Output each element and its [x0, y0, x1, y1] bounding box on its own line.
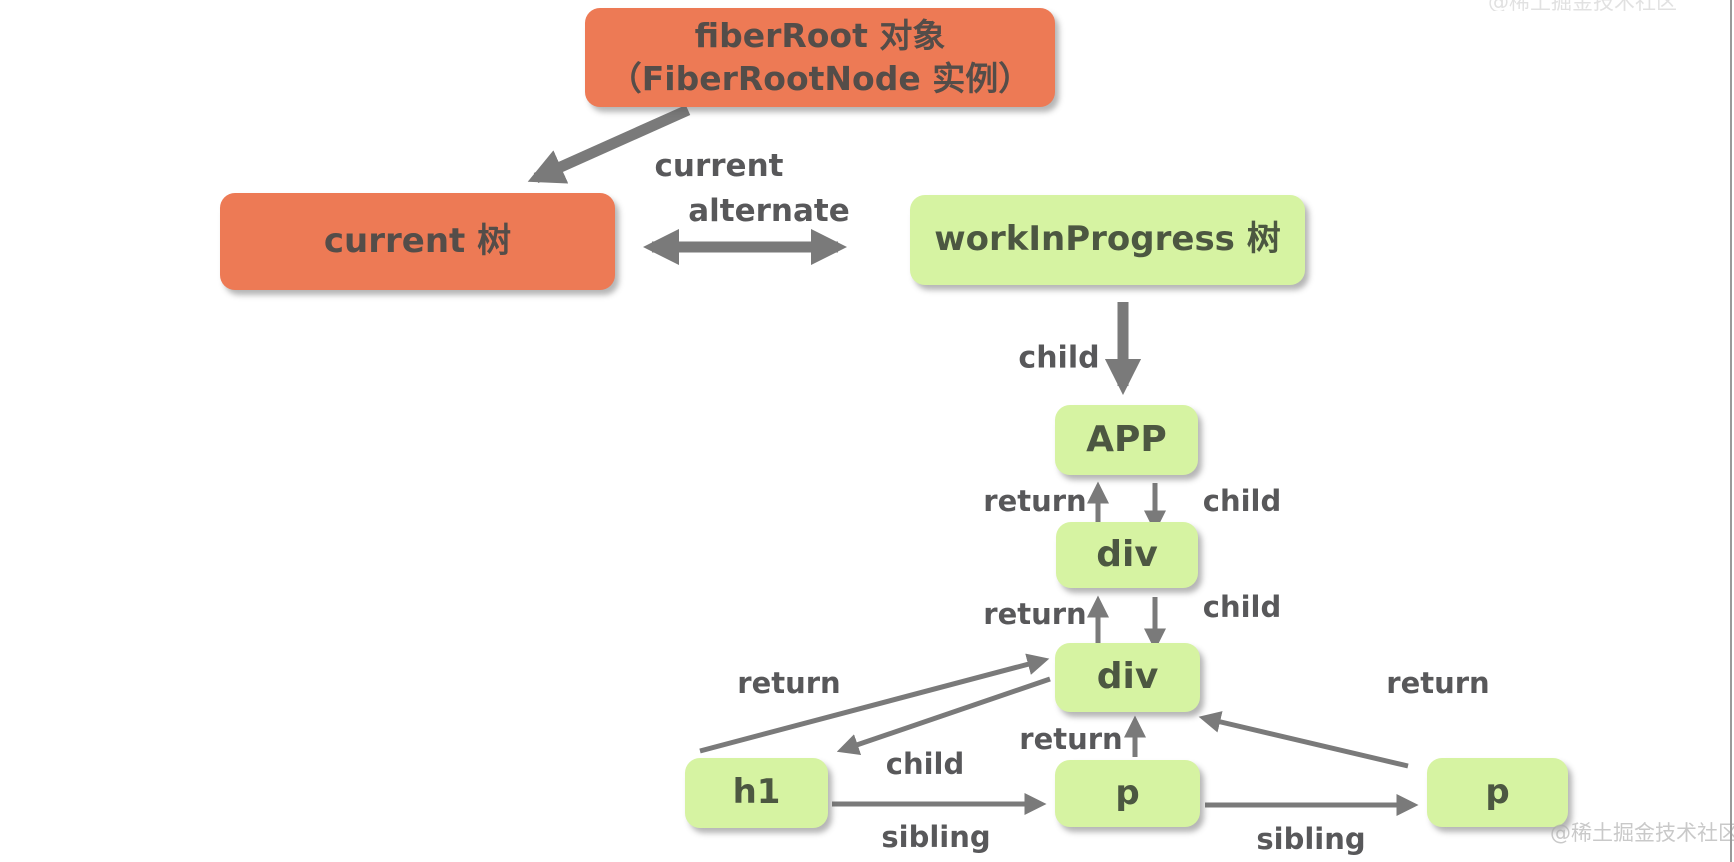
- node-current-tree: current 树: [220, 193, 615, 290]
- node-p-2: p: [1427, 758, 1568, 827]
- node-wip-tree-label: workInProgress 树: [934, 219, 1281, 260]
- watermark-top-clipped: @稀土掘金技术社区: [1488, 0, 1728, 11]
- watermark-top-clipped-text: @稀土掘金技术社区: [1488, 0, 1677, 11]
- edge-label-sibling-1: sibling: [881, 820, 991, 854]
- arrow-current: [527, 104, 691, 184]
- node-div-1-label: div: [1096, 533, 1158, 575]
- watermark-text: @稀土掘金技术社区: [1550, 821, 1734, 845]
- node-current-tree-label: current 树: [323, 220, 512, 261]
- edge-label-return-p2: return: [1386, 666, 1490, 700]
- edge-label-current: current: [654, 148, 784, 184]
- edge-label-alternate: alternate: [688, 193, 850, 229]
- edge-label-child-h1-diag: child: [885, 747, 965, 781]
- node-work-in-progress-tree: workInProgress 树: [910, 195, 1305, 285]
- node-p-1: p: [1055, 760, 1200, 827]
- node-h1: h1: [685, 758, 828, 828]
- edge-label-child-app: child: [1202, 484, 1282, 518]
- node-p-2-label: p: [1485, 771, 1510, 812]
- arrow-return-p2-div2: [1198, 711, 1409, 769]
- edge-label-return-p1: return: [1019, 722, 1123, 756]
- edge-label-return-div1: return: [983, 597, 1087, 631]
- node-app-label: APP: [1086, 418, 1167, 460]
- edge-label-return-app: return: [983, 484, 1087, 518]
- node-h1-label: h1: [732, 772, 781, 813]
- edge-label-return-h1-diag: return: [737, 666, 841, 700]
- node-fiber-root-line2: （FiberRootNode 实例）: [608, 58, 1032, 98]
- arrow-return-h1-div2: [699, 653, 1050, 754]
- edge-label-child-top: child: [1018, 340, 1100, 376]
- edge-label-child-div1: child: [1202, 590, 1282, 624]
- node-p-1-label: p: [1115, 772, 1140, 813]
- node-div-2: div: [1055, 643, 1200, 712]
- node-fiber-root: fiberRoot 对象 （FiberRootNode 实例）: [585, 8, 1055, 107]
- node-div-2-label: div: [1096, 656, 1159, 698]
- node-fiber-root-line1: fiberRoot 对象: [694, 16, 946, 56]
- right-edge-line: [1730, 0, 1732, 862]
- edge-label-sibling-2: sibling: [1256, 822, 1366, 856]
- arrow-child-div2-h1: [836, 676, 1051, 756]
- node-div-1: div: [1056, 522, 1198, 588]
- node-app: APP: [1055, 405, 1198, 475]
